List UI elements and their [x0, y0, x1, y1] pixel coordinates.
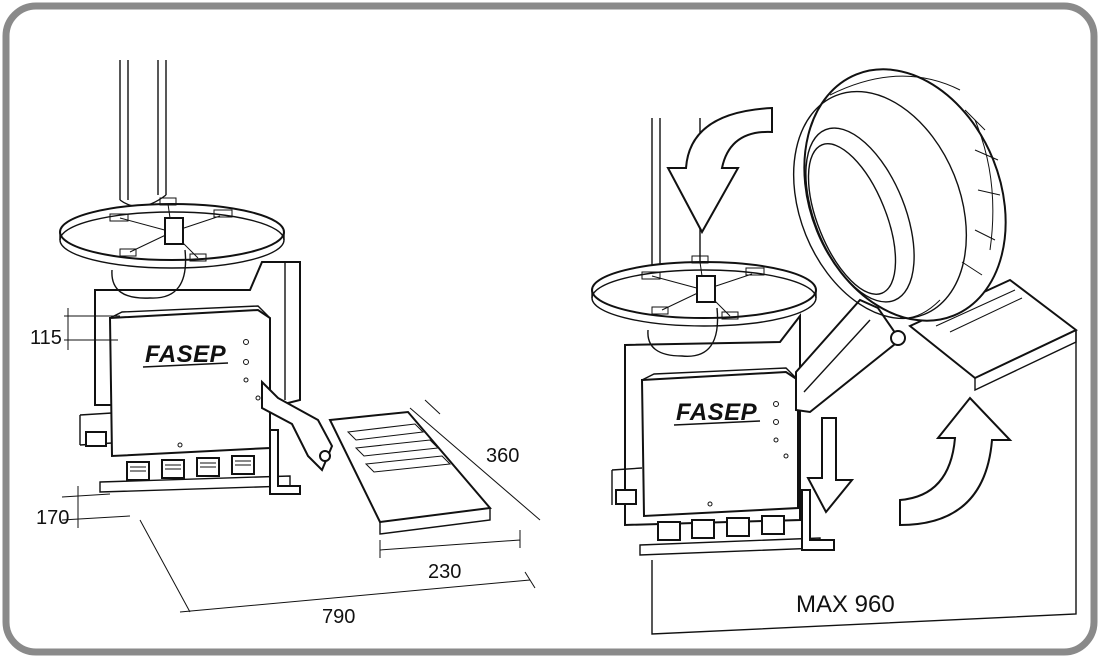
left-tyre-changer: FASEP — [59, 60, 492, 535]
rotate-down-arrow-icon — [666, 106, 773, 235]
dim-790: 790 — [322, 606, 355, 628]
rotate-up-arrow-icon — [899, 396, 1013, 527]
right-tyre-changer-with-lift: FASEP — [591, 68, 1078, 635]
down-arrow-icon — [806, 417, 855, 514]
dim-360: 360 — [486, 445, 519, 467]
max-height-label: MAX 960 — [796, 591, 895, 618]
dim-115: 115 — [30, 327, 62, 349]
dim-230: 230 — [428, 561, 461, 583]
dimension-lines — [61, 308, 541, 613]
dim-170: 170 — [36, 507, 69, 529]
